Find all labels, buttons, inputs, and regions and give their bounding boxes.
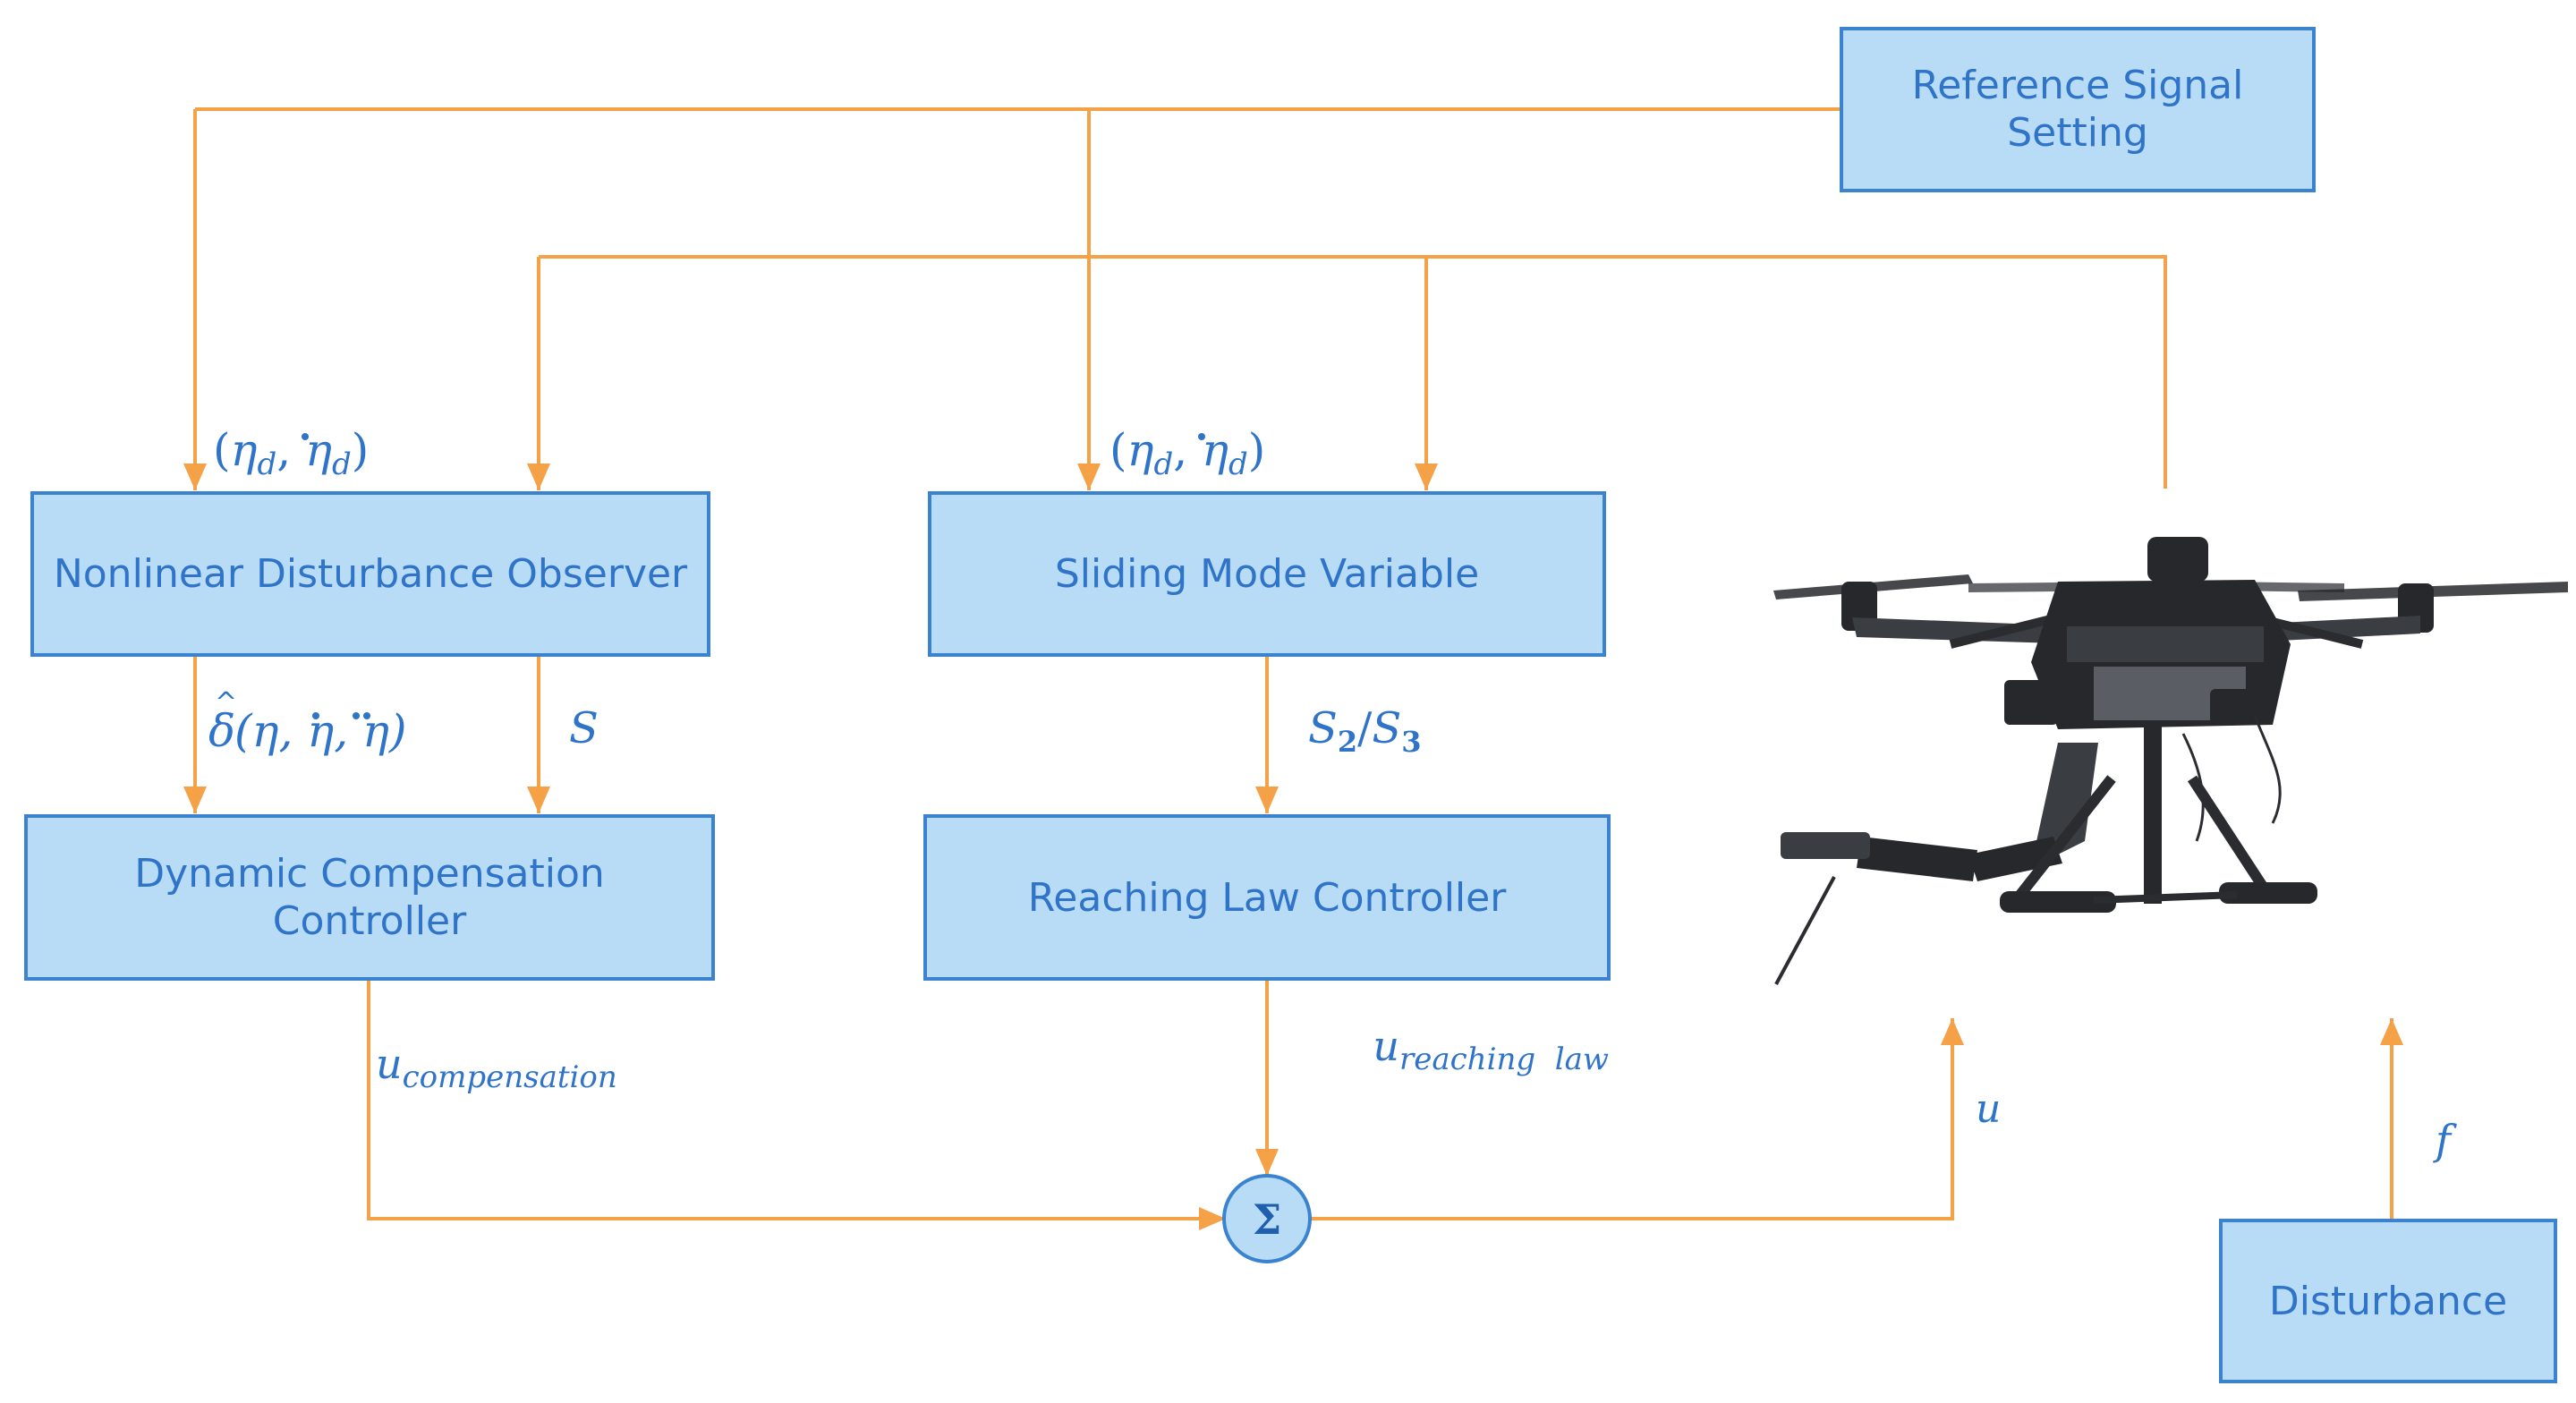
hexacopter-drone-photo (1773, 537, 2568, 985)
label-u-reaching: ureaching law (1281, 1022, 1674, 1079)
svg-text:ureaching law: ureaching law (1281, 1022, 1674, 1079)
label-f: f (2433, 1116, 2457, 1164)
svg-text:ucompensation: ucompensation (376, 1040, 617, 1095)
label-u: u (1976, 1086, 2001, 1132)
dynamic-compensation-controller-block: Dynamic Compensation Controller (24, 814, 715, 981)
compensation-label-line2: Controller (273, 898, 467, 944)
svg-text:(ηd, ηd): (ηd, ηd) (1109, 424, 1265, 482)
nonlinear-disturbance-observer-block: Nonlinear Disturbance Observer (30, 491, 710, 657)
reference-signal-block: Reference Signal Setting (1840, 27, 2316, 192)
reaching-label: Reaching Law Controller (1028, 875, 1508, 921)
label-ref-mid: (ηd, ηd) (1109, 424, 1265, 482)
label-s2-s3: S2/S3 (1308, 703, 1421, 759)
disturbance-block: Disturbance (2219, 1219, 2557, 1383)
reference-signal-label-line2: Setting (2007, 110, 2148, 156)
wire-u (1311, 1018, 1964, 1220)
delta-hat-base: δ (208, 705, 235, 757)
observer-label: Nonlinear Disturbance Observer (54, 551, 688, 597)
sum-icon: Σ (1253, 1195, 1282, 1244)
label-u-compensation: ucompensation (376, 1040, 617, 1095)
label-s: S (569, 703, 599, 753)
sum-junction: Σ (1222, 1174, 1312, 1263)
disturbance-label: Disturbance (2269, 1279, 2507, 1324)
wire-state-feedback-bus (539, 255, 2167, 489)
sliding-label: Sliding Mode Variable (1055, 551, 1479, 597)
compensation-label-line1: Dynamic Compensation (134, 851, 605, 897)
label-delta-hat: δ ^ (η, η, η) (208, 687, 406, 757)
delta-hat-args: (η, η, η) (234, 705, 406, 757)
reaching-law-controller-block: Reaching Law Controller (923, 814, 1611, 981)
label-ref-left: (ηd, ηd) (213, 424, 369, 482)
reference-signal-label-line1: Reference Signal (1912, 63, 2244, 108)
wire-u-compensation (367, 981, 1226, 1230)
svg-text:S2/S3: S2/S3 (1308, 703, 1421, 759)
svg-text:(ηd, ηd): (ηd, ηd) (213, 424, 369, 482)
svg-text:^: ^ (215, 687, 237, 719)
sliding-mode-variable-block: Sliding Mode Variable (928, 491, 1606, 657)
